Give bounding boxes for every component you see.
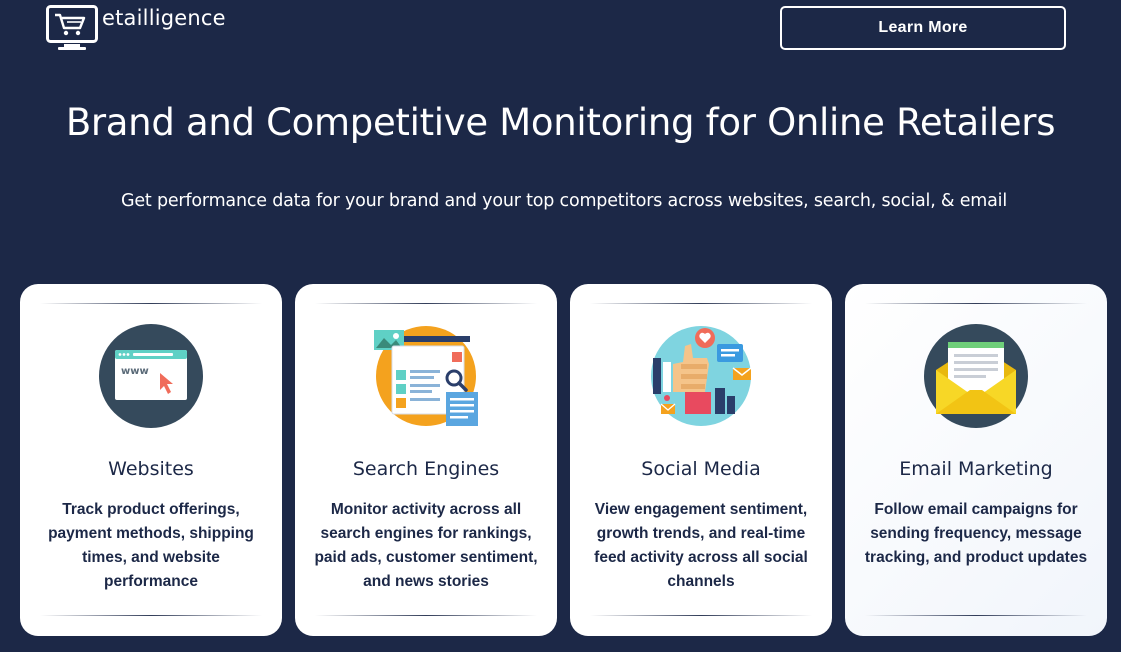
card-divider xyxy=(40,303,262,304)
card-title: Social Media xyxy=(641,458,761,480)
card-divider xyxy=(865,303,1087,304)
social-media-icon xyxy=(651,326,752,426)
card-divider xyxy=(865,615,1087,616)
hero-subtitle: Get performance data for your brand and … xyxy=(121,191,1007,211)
hero-title: Brand and Competitive Monitoring for Onl… xyxy=(65,101,1056,144)
feature-card-search-engines: Search Engines Monitor activity across a… xyxy=(295,284,557,636)
logo[interactable]: etailligence xyxy=(46,4,226,52)
cart-monitor-icon xyxy=(46,5,98,50)
card-title: Email Marketing xyxy=(899,458,1053,480)
card-divider xyxy=(590,615,812,616)
card-description: Follow email campaigns for sending frequ… xyxy=(864,501,1088,566)
feature-card-social-media: Social Media View engagement sentiment, … xyxy=(570,284,832,636)
learn-more-button[interactable]: Learn More xyxy=(780,6,1066,50)
feature-card-email-marketing: Email Marketing Follow email campaigns f… xyxy=(845,284,1107,636)
card-title: Search Engines xyxy=(352,458,500,480)
card-description: Track product offerings, payment methods… xyxy=(48,501,254,590)
card-divider xyxy=(315,615,537,616)
feature-card-websites: www Websites Track product offerings, pa… xyxy=(20,284,282,636)
website-browser-icon: www xyxy=(99,324,203,428)
card-title: Websites xyxy=(108,458,194,480)
card-description: View engagement sentiment, growth trends… xyxy=(594,501,808,590)
card-description: Monitor activity across all search engin… xyxy=(314,501,538,590)
svg-text:www: www xyxy=(121,366,149,377)
card-divider xyxy=(590,303,812,304)
logo-text: etailligence xyxy=(102,6,226,30)
card-divider xyxy=(315,303,537,304)
search-engine-icon xyxy=(374,326,478,426)
email-envelope-icon xyxy=(924,324,1028,428)
card-divider xyxy=(40,615,262,616)
